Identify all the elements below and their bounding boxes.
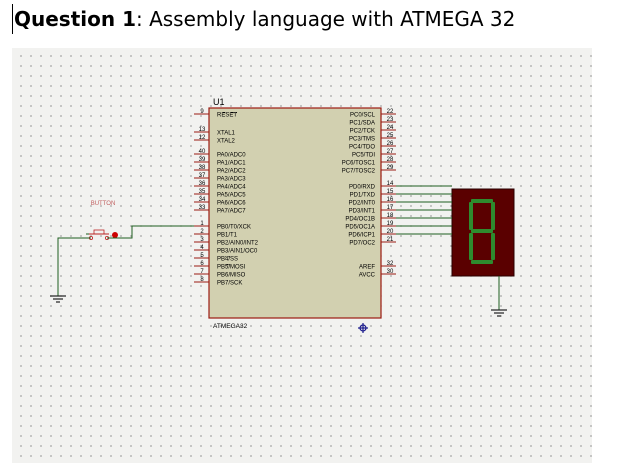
pin-name: AVCC: [359, 273, 376, 279]
pin-number: 2: [200, 229, 204, 235]
pin-name: PA0/ADC0: [217, 153, 246, 159]
pin-number: 29: [387, 165, 394, 171]
pin-number: 13: [199, 127, 206, 133]
pin-name: PB0/T0/XCK: [217, 225, 251, 231]
display-segment: [469, 233, 473, 260]
pin-number: 17: [387, 205, 394, 211]
push-button[interactable]: [93, 229, 105, 235]
pin-name: PB3/AIN1/OC0: [217, 249, 258, 255]
display-segment: [491, 202, 495, 230]
pin-name: PB6/MISO: [217, 273, 246, 279]
pin-name: PC2/TCK: [350, 129, 375, 135]
pin-name: PD2/INT0: [349, 201, 376, 207]
pin-name: PB4/SS: [217, 257, 238, 263]
wire: [57, 237, 91, 296]
pin-number: 33: [199, 205, 206, 211]
pin-number: 25: [387, 133, 394, 139]
pin-name: XTAL2: [217, 139, 236, 145]
pin-number: 32: [387, 261, 394, 267]
pin-number: 24: [387, 125, 394, 131]
pin-number: 26: [387, 141, 394, 147]
pin-name: AREF: [359, 265, 375, 271]
wire: [107, 225, 194, 239]
display-segment: [469, 202, 473, 230]
pin-number: 16: [387, 197, 394, 203]
pin-name: PB5/MOSI: [217, 265, 246, 271]
pin-name: PD5/OC1A: [345, 225, 375, 231]
pin-number: 39: [199, 157, 206, 163]
pin-name: PB7/SCK: [217, 281, 242, 287]
microcontroller-chip[interactable]: [208, 107, 382, 319]
pin-number: 20: [387, 229, 394, 235]
pin-number: 27: [387, 149, 394, 155]
pin-name: PB1/T1: [217, 233, 238, 239]
pin-number: 12: [199, 135, 206, 141]
button-label: BUTTON: [91, 201, 116, 207]
pin-name: PD6/ICP1: [348, 233, 375, 239]
pin-name: PA4/ADC4: [217, 185, 246, 191]
pin-number: 23: [387, 117, 394, 123]
pin-number: 28: [387, 157, 394, 163]
display-segment: [471, 229, 493, 233]
pin-name: PC4/TDO: [349, 145, 375, 151]
display-segment: [471, 260, 493, 264]
pin-name: PC5/TDI: [352, 153, 375, 159]
pin-number: 14: [387, 181, 394, 187]
display-segment: [471, 199, 493, 203]
pin-name: PC1/SDA: [349, 121, 375, 127]
pin-name: PC6/TOSC1: [342, 161, 376, 167]
pin-name: PA2/ADC2: [217, 169, 246, 175]
chip-reference-label: U1: [213, 97, 225, 107]
pin-number: 21: [387, 237, 394, 243]
pin-name: XTAL1: [217, 131, 236, 137]
pin-name: PD1/TXD: [350, 193, 376, 199]
pin-name: PB2/AIN0/INT2: [217, 241, 259, 247]
pin-number: 15: [387, 189, 394, 195]
pin-number: 6: [200, 261, 204, 267]
pin-number: 3: [200, 237, 204, 243]
pin-number: 19: [387, 221, 394, 227]
pin-number: 22: [387, 109, 394, 115]
pin-name: PC3/TMS: [349, 137, 375, 143]
pin-name: PA1/ADC1: [217, 161, 246, 167]
pin-name: PA5/ADC5: [217, 193, 246, 199]
pin-number: 1: [200, 221, 204, 227]
pin-number: 18: [387, 213, 394, 219]
schematic-svg: U1ATMEGA329RESET13XTAL112XTAL240PA0/ADC0…: [50, 97, 515, 333]
pin-number: 8: [200, 277, 204, 283]
pin-number: 38: [199, 165, 206, 171]
question-suffix: : Assembly language with ATMEGA 32: [135, 7, 516, 31]
display-segment: [491, 233, 495, 260]
pin-number: 34: [199, 197, 206, 203]
question-title: Question 1: Assembly language with ATMEG…: [12, 4, 515, 34]
pin-number: 37: [199, 173, 206, 179]
pin-number: 5: [200, 253, 204, 259]
pin-name: PD0/RXD: [349, 185, 376, 191]
pin-name: PD4/OC1B: [345, 217, 375, 223]
pin-number: 35: [199, 189, 206, 195]
pin-number: 30: [387, 269, 394, 275]
pin-number: 40: [199, 149, 206, 155]
pin-name: PA7/ADC7: [217, 209, 246, 215]
pin-name: PA6/ADC6: [217, 201, 246, 207]
pin-name: PA3/ADC3: [217, 177, 246, 183]
button-probe-dot[interactable]: [112, 232, 118, 238]
pin-number: 7: [200, 269, 204, 275]
chip-part-label: ATMEGA32: [213, 323, 248, 330]
pin-name: PD7/OC2: [349, 241, 375, 247]
pin-number: 36: [199, 181, 206, 187]
pin-number: 4: [200, 245, 204, 251]
pin-name: RESET: [217, 113, 237, 119]
pin-name: PD3/INT1: [349, 209, 376, 215]
pin-name: PC0/SCL: [350, 113, 376, 119]
pin-number: 9: [200, 109, 204, 115]
pin-name: PC7/TOSC2: [342, 169, 376, 175]
question-prefix: Question 1: [14, 7, 136, 31]
